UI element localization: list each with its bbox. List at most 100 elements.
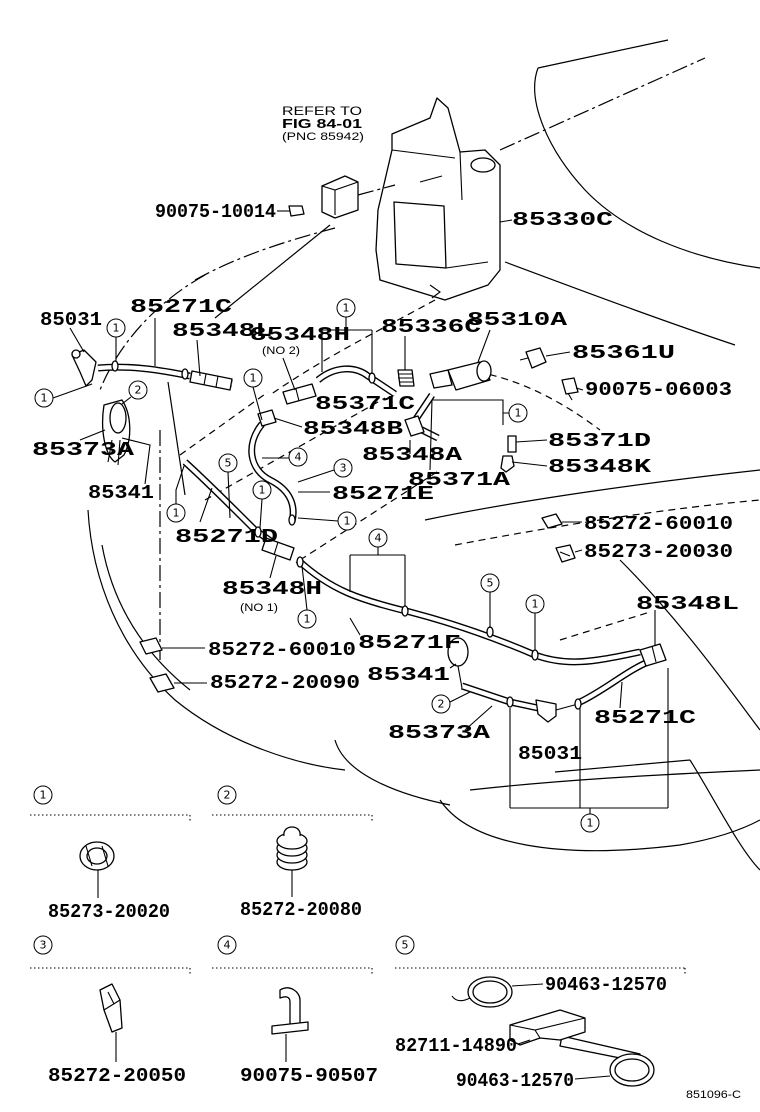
- part-label-85371a: 85371A: [408, 469, 511, 491]
- callout-circle: 1: [166, 503, 186, 523]
- callout-number: 5: [225, 457, 232, 470]
- legend-item-4: 4 90075-90507: [212, 935, 378, 1087]
- callout-circle: 3: [333, 458, 353, 478]
- hose-85271c-left-core: [97, 365, 191, 379]
- callout-number: 5: [487, 577, 494, 590]
- part-label-85348a: 85348A: [362, 444, 463, 466]
- legend-part-90463-12570-bottom: 90463-12570: [456, 1070, 574, 1092]
- part-label-85272-60010-right: 85272-60010: [584, 513, 733, 535]
- part-label-85341-left: 85341: [88, 482, 154, 504]
- part-label-no1: (NO 1): [240, 602, 278, 614]
- grommet-85336c: [397, 369, 415, 387]
- callout-number: 1: [344, 515, 351, 528]
- callout-circle: 1: [508, 403, 528, 423]
- callout-number: 1: [343, 302, 350, 315]
- part-label-85031-left: 85031: [40, 309, 102, 331]
- connector-85371d: [507, 435, 517, 453]
- callout-circle: 1: [252, 480, 272, 500]
- legend-number: 3: [40, 939, 47, 952]
- elbow-85348a: [404, 415, 425, 437]
- callout-number: 1: [304, 613, 311, 626]
- callout-number: 3: [340, 462, 347, 475]
- clip-85273-20030: [555, 544, 576, 563]
- part-label-85361u: 85361U: [572, 342, 675, 364]
- callout-circle: 4: [288, 447, 308, 467]
- callout-number: 1: [515, 407, 522, 420]
- callout-circle: 4: [368, 528, 388, 548]
- part-label-85348h-no2: 85348H: [250, 324, 350, 346]
- part-label-85348k: 85348K: [548, 456, 652, 478]
- part-label-85271e: 85271E: [332, 483, 434, 505]
- part-label-85336c: 85336C: [381, 316, 481, 338]
- part-label-85031-bottom: 85031: [518, 743, 582, 765]
- part-label-85348l-right: 85348L: [636, 593, 739, 615]
- part-label-85348h-no1: 85348H: [222, 578, 322, 600]
- callout-circle: 5: [218, 453, 238, 473]
- callouts: 1 1 2 1 1 1 5 4 3 1 1 1 4 5 1 1 2 1: [34, 298, 600, 833]
- refer-note-line3: (PNC 85942): [282, 131, 364, 143]
- callout-circle: 1: [336, 298, 356, 318]
- leader-lines: [52, 210, 669, 814]
- hose-85373a-bottom-core: [461, 684, 539, 711]
- callout-circle: 2: [128, 380, 148, 400]
- hose-clips: [111, 360, 582, 710]
- legend-number: 5: [402, 939, 409, 952]
- part-label-85330c: 85330C: [512, 209, 613, 231]
- legend-part-90075-90507: 90075-90507: [240, 1065, 378, 1087]
- joint-85348l-left: [189, 370, 233, 391]
- connector-85361u: [519, 347, 547, 369]
- clip-85273-20020-drawing: [79, 841, 115, 871]
- refer-note: REFER TO FIG 84-01 (PNC 85942): [282, 104, 364, 143]
- callout-circle: 1: [525, 594, 545, 614]
- nozzle-85373a-left: [101, 399, 131, 466]
- clip-85272-20050-drawing: [99, 983, 123, 1033]
- part-label-85373a-left: 85373A: [32, 439, 135, 461]
- callout-circle: 1: [580, 813, 600, 833]
- part-labels: 90075-10014 85330C 85031 85271C 85348L 8…: [32, 201, 739, 765]
- callout-circle: 5: [480, 573, 500, 593]
- nozzle-85031-left: [71, 349, 97, 387]
- tank-bracket: [321, 175, 396, 219]
- tee-joint-85031-bottom: [535, 699, 579, 723]
- callout-number: 2: [438, 698, 445, 711]
- callout-circle: 1: [106, 318, 126, 338]
- vehicle-body-outline: [87, 39, 760, 871]
- clip-85272-60010-left: [139, 637, 163, 655]
- callout-number: 1: [113, 322, 120, 335]
- legend-number: 4: [224, 939, 231, 952]
- clip-85272-60010-right: [541, 513, 563, 529]
- hose-85371c-core: [316, 366, 397, 396]
- bolt-90075-10014: [288, 205, 305, 217]
- legend-item-3: 3 85272-20050: [30, 935, 191, 1087]
- callout-number: 4: [295, 451, 302, 464]
- joint-85348l-right: [639, 643, 667, 667]
- joint-85348b: [257, 409, 277, 427]
- spring-clip-85272-20080-drawing: [276, 826, 308, 871]
- legend-part-85272-20050: 85272-20050: [48, 1065, 186, 1087]
- clip-body-82711-14890-drawing: [509, 1009, 641, 1063]
- nozzle-85341-bottom: [447, 637, 469, 689]
- legend-part-85273-20020: 85273-20020: [48, 901, 170, 923]
- part-label-85271f: 85271F: [358, 632, 461, 654]
- legend-part-85272-20080: 85272-20080: [240, 899, 362, 921]
- refer-note-line2: FIG 84-01: [282, 116, 362, 131]
- band-clamp-top-drawing: [451, 976, 513, 1008]
- legend-number: 1: [40, 789, 47, 802]
- screw-90075-06003: [561, 377, 579, 401]
- legend-number: 2: [224, 789, 231, 802]
- legend-part-90463-12570-top: 90463-12570: [545, 974, 667, 996]
- callout-number: 1: [259, 484, 266, 497]
- pump-85310a: [429, 360, 492, 391]
- hose-85271f-core: [296, 558, 641, 664]
- part-label-85271c-right: 85271C: [594, 707, 696, 729]
- part-label-90075-10014: 90075-10014: [155, 201, 276, 223]
- part-label-85341-bottom: 85341: [367, 664, 450, 686]
- part-label-85271d: 85271D: [175, 526, 278, 548]
- part-label-90075-06003: 90075-06003: [585, 379, 732, 401]
- bracket-90075-90507-drawing: [271, 987, 309, 1035]
- check-valve-85348h-no1: [261, 537, 295, 561]
- part-label-85272-60010-left: 85272-60010: [208, 639, 356, 661]
- legend-part-82711-14890: 82711-14890: [395, 1035, 517, 1057]
- clip-85272-20090: [149, 673, 175, 693]
- washer-tank: [375, 97, 501, 301]
